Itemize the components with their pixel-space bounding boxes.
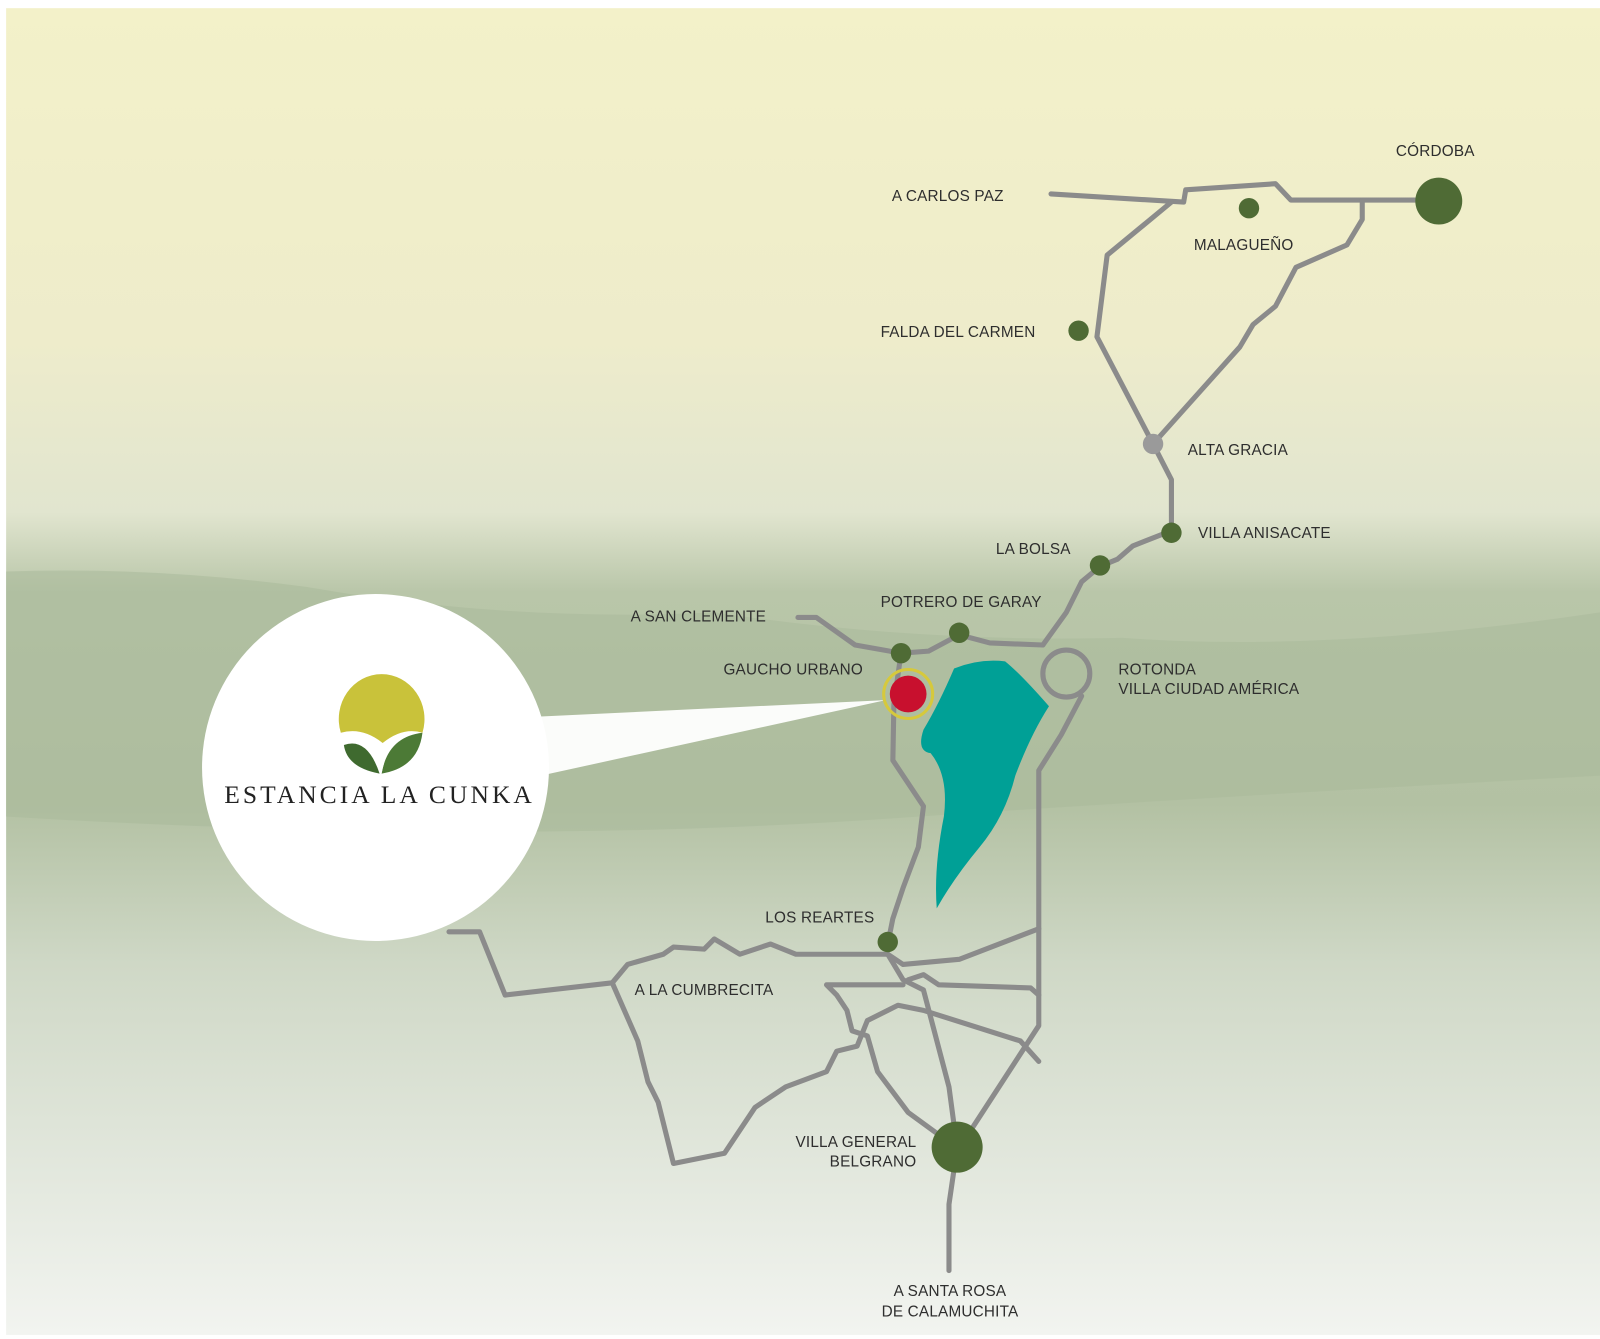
place-labels: CÓRDOBA A CARLOS PAZ MALAGUEÑO FALDA DEL… (631, 143, 1475, 1321)
label-la-bolsa: LA BOLSA (996, 541, 1071, 558)
estancia-name: ESTANCIA LA CUNKA (224, 780, 535, 809)
sun-icon (338, 674, 425, 743)
cordoba-marker[interactable] (1415, 177, 1463, 225)
potrero-de-garay-marker[interactable] (948, 622, 970, 643)
label-carlos-paz: A CARLOS PAZ (892, 188, 1004, 205)
label-santa-rosa: A SANTA ROSA (894, 1283, 1007, 1300)
label-san-clemente: A SAN CLEMENTE (631, 609, 766, 626)
label-cordoba: CÓRDOBA (1396, 143, 1475, 160)
estancia-marker[interactable] (889, 675, 927, 713)
town-markers (877, 177, 1463, 1173)
label-rotonda: ROTONDA (1118, 662, 1196, 679)
label-potrero-de-garay: POTRERO DE GARAY (881, 594, 1042, 611)
label-villa-general: VILLA GENERAL (795, 1134, 916, 1151)
label-calamuchita: DE CALAMUCHITA (882, 1304, 1019, 1321)
alta-gracia-marker[interactable] (1142, 433, 1164, 455)
roads (446, 181, 1442, 1274)
la-bolsa-marker[interactable] (1089, 555, 1111, 576)
leaf-icon (381, 732, 423, 774)
label-gaucho-urbano: GAUCHO URBANO (723, 662, 862, 679)
villa-general-belgrano-marker[interactable] (931, 1121, 983, 1173)
callout-pointer (540, 700, 886, 776)
estancia-ring (882, 667, 935, 721)
los-reartes-marker[interactable] (877, 931, 898, 953)
label-falda-del-carmen: FALDA DEL CARMEN (881, 324, 1036, 341)
label-villa-anisacate: VILLA ANISACATE (1198, 525, 1331, 542)
label-la-cumbrecita: A LA CUMBRECITA (635, 982, 774, 999)
label-villa-ciudad-america: VILLA CIUDAD AMÉRICA (1118, 681, 1299, 698)
villa-anisacate-marker[interactable] (1161, 522, 1182, 543)
falda-del-carmen-marker[interactable] (1068, 320, 1089, 341)
lake-los-molinos (921, 660, 1049, 909)
estancia-callout: ESTANCIA LA CUNKA (202, 593, 886, 941)
gaucho-urbano-marker[interactable] (890, 642, 912, 664)
label-belgrano: BELGRANO (830, 1154, 917, 1171)
label-los-reartes: LOS REARTES (765, 910, 874, 927)
malagueno-marker[interactable] (1238, 197, 1260, 219)
leaf-icon (343, 743, 380, 774)
estancia-logo (338, 674, 425, 774)
label-malagueno: MALAGUEÑO (1194, 237, 1294, 254)
label-alta-gracia: ALTA GRACIA (1188, 442, 1289, 459)
